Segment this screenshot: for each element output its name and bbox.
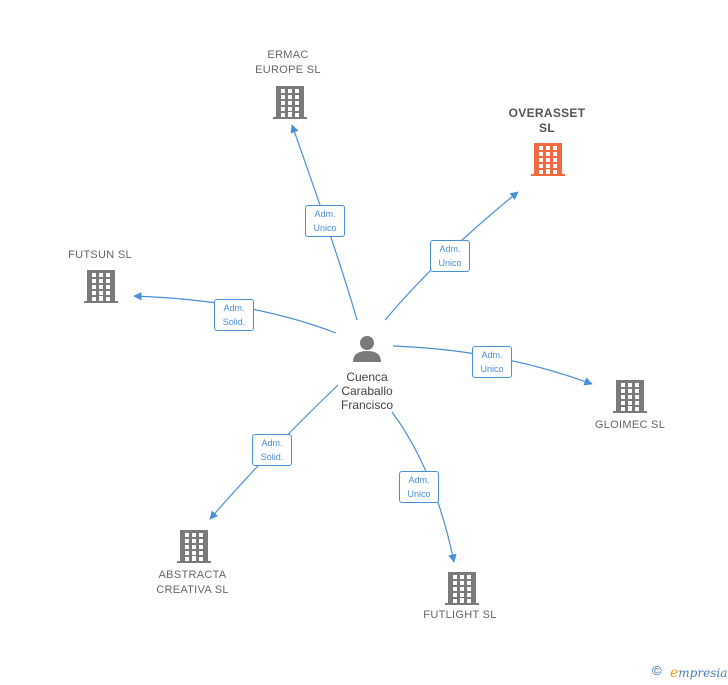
ermac-company-name[interactable]: ERMAC EUROPE SL — [255, 49, 321, 76]
gloimec-building-icon[interactable] — [613, 380, 647, 413]
overasset-company-name[interactable]: OVERASSET SL — [508, 106, 586, 135]
overasset-building-icon[interactable] — [531, 143, 565, 176]
ermac-building-icon[interactable] — [273, 86, 307, 119]
futlight-company-name[interactable]: FUTLIGHT SL — [423, 609, 497, 621]
ermac-edge — [290, 124, 358, 321]
ermac-role-tag[interactable]: Adm. Unico — [305, 205, 345, 237]
copyright-icon: © — [652, 663, 662, 678]
futlight-building-icon[interactable] — [445, 572, 479, 605]
futsun-building-icon[interactable] — [84, 270, 118, 303]
abstracta-company-name[interactable]: ABSTRACTA CREATIVA SL — [156, 569, 229, 596]
gloimec-role-tag[interactable]: Adm. Unico — [472, 346, 512, 378]
person-icon[interactable] — [353, 336, 381, 362]
gloimec-company-name[interactable]: GLOIMEC SL — [594, 419, 666, 431]
abstracta-role-tag[interactable]: Adm. Solid. — [252, 434, 292, 466]
overasset-role-tag[interactable]: Adm. Unico — [430, 240, 470, 272]
futsun-company-name[interactable]: FUTSUN SL — [68, 249, 132, 261]
abstracta-building-icon[interactable] — [177, 530, 211, 563]
futlight-role-tag[interactable]: Adm. Unico — [399, 471, 439, 503]
futsun-role-tag[interactable]: Adm. Solid. — [214, 299, 254, 331]
brand-logo: empresia — [670, 665, 728, 681]
person-name[interactable]: Cuenca Caraballo Francisco — [340, 370, 393, 412]
